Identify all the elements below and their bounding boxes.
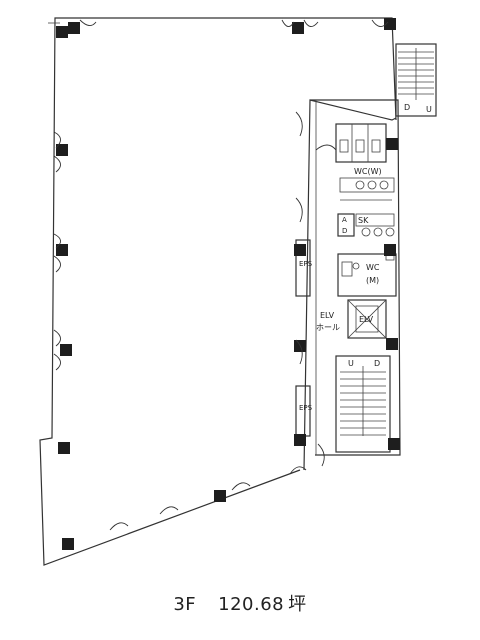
- door-swing: [295, 111, 303, 137]
- door-swing: [317, 443, 325, 467]
- door-swing: [109, 522, 129, 531]
- lower-staircase: U D: [335, 355, 391, 453]
- eps-upper: EPS: [295, 239, 313, 297]
- door-swing: [281, 19, 295, 27]
- column: [56, 244, 68, 256]
- column: [58, 442, 70, 454]
- window-arcs: [53, 19, 389, 531]
- door-swing: [315, 144, 337, 151]
- door-swing: [53, 131, 61, 149]
- door-swing: [295, 339, 303, 365]
- eps-lower-label: EPS: [299, 404, 313, 412]
- column: [386, 338, 398, 350]
- elevator-hall: ELV ホール: [316, 311, 340, 332]
- upper-staircase: D U: [395, 43, 437, 117]
- elv-hall-label-2: ホール: [316, 323, 340, 332]
- door-swing: [371, 19, 389, 27]
- column: [62, 538, 74, 550]
- ad-a-label: A: [342, 216, 347, 224]
- lower-stair-up: U: [348, 359, 354, 368]
- column: [56, 144, 68, 156]
- column: [294, 434, 306, 446]
- lower-stair-down: D: [374, 359, 380, 368]
- wc-women: WC(W): [335, 123, 395, 193]
- door-swing: [53, 329, 61, 347]
- door-swing: [289, 466, 307, 475]
- column: [56, 26, 68, 38]
- door-swing: [159, 506, 179, 515]
- structural-columns: [56, 18, 400, 550]
- column: [384, 244, 396, 256]
- column: [386, 138, 398, 150]
- door-swing: [53, 233, 61, 249]
- area-unit: 坪: [288, 594, 307, 615]
- upper-stair-down: D: [404, 103, 410, 112]
- wc-women-label: WC(W): [354, 167, 382, 176]
- column: [292, 22, 304, 34]
- door-swing: [79, 19, 97, 26]
- wc-men-label-1: WC: [366, 263, 380, 272]
- sk-label: SK: [358, 216, 369, 225]
- column: [388, 438, 400, 450]
- wc-men-label-2: (M): [366, 276, 379, 285]
- elv-hall-label-1: ELV: [320, 311, 335, 320]
- door-swing: [231, 482, 251, 491]
- floor-number: 3F: [173, 594, 197, 615]
- elevator: ELV: [347, 299, 387, 339]
- door-swing: [303, 19, 319, 27]
- ad-d-label: D: [342, 227, 347, 235]
- elv-label: ELV: [359, 315, 374, 324]
- door-swing: [53, 353, 61, 371]
- column: [214, 490, 226, 502]
- column: [60, 344, 72, 356]
- core-outline: [303, 99, 401, 471]
- door-swing: [53, 155, 61, 173]
- column: [294, 244, 306, 256]
- service-room: A D SK: [337, 199, 395, 237]
- door-swing: [295, 197, 303, 223]
- wc-men: WC (M): [337, 249, 397, 297]
- floor-area: 120.68: [218, 594, 285, 615]
- upper-stair-up: U: [426, 105, 432, 114]
- column: [384, 18, 396, 30]
- eps-upper-label: EPS: [299, 260, 313, 268]
- column: [68, 22, 80, 34]
- door-swing: [53, 255, 61, 273]
